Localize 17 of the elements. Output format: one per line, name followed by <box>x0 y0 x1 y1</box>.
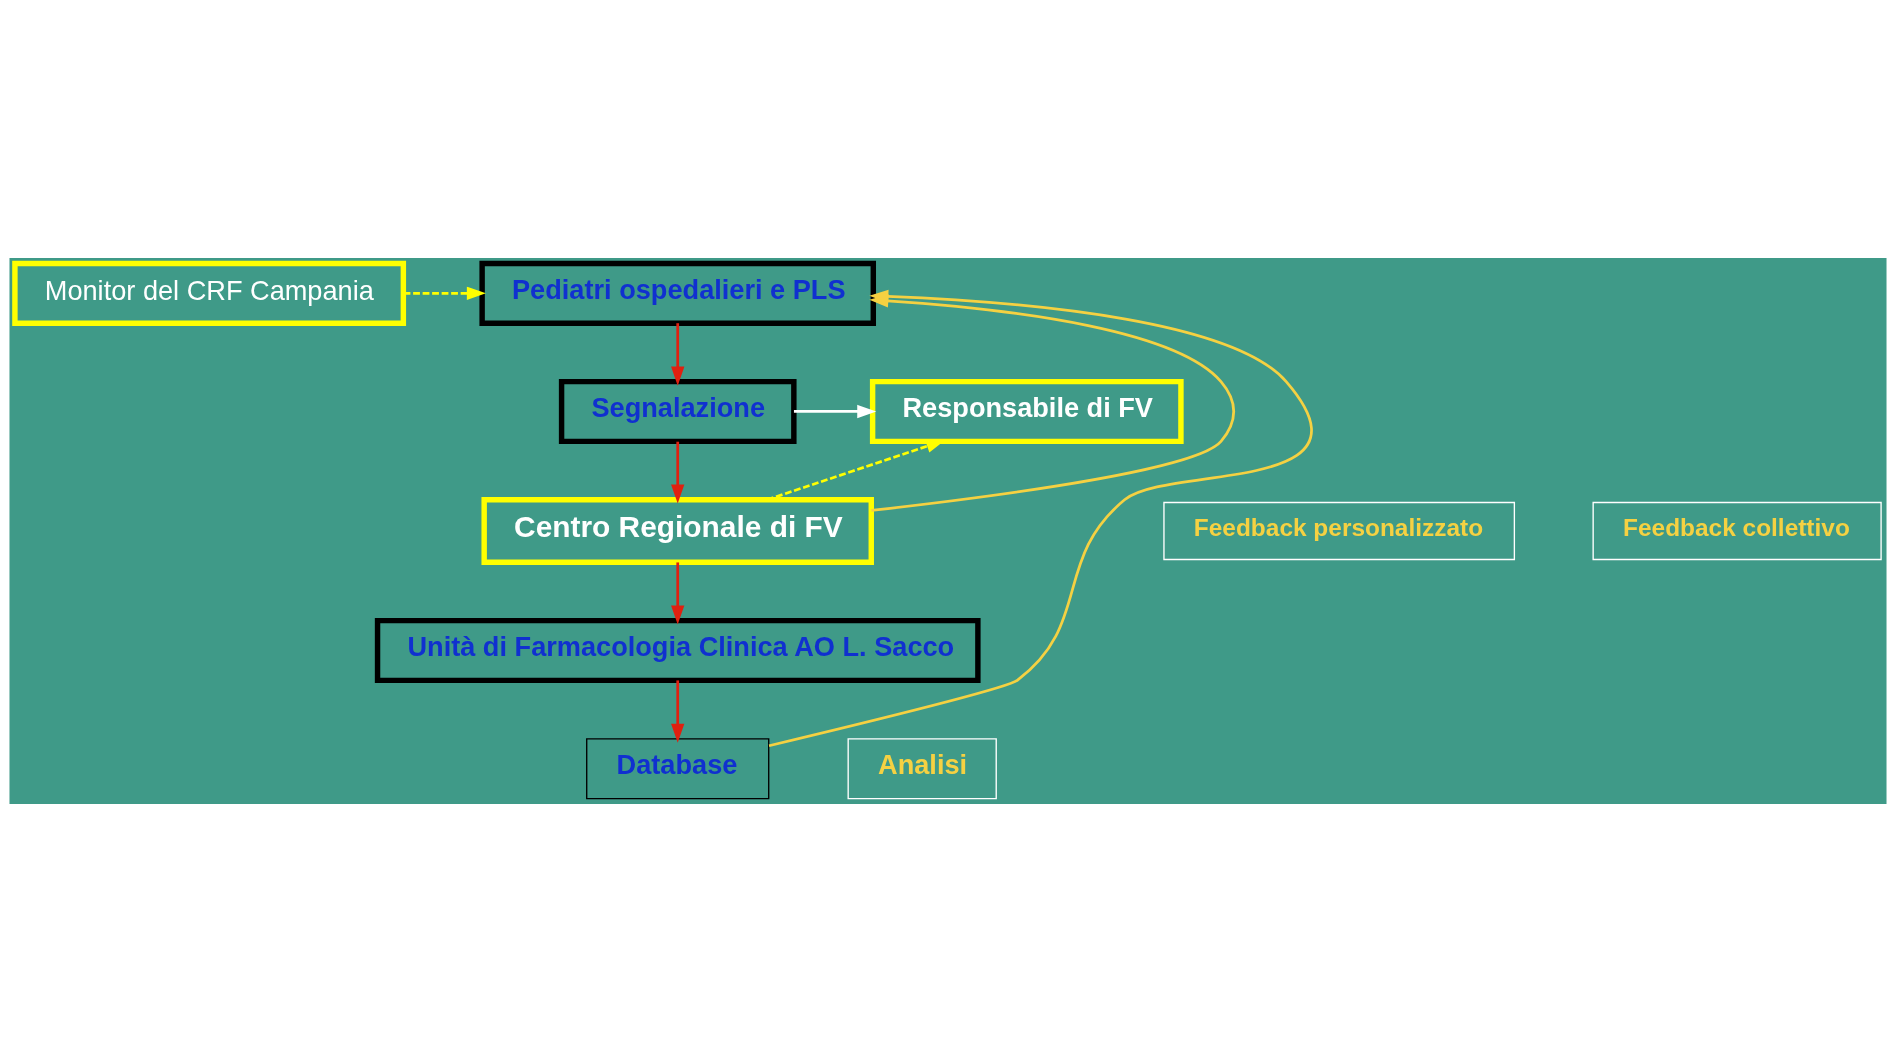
node-box: Monitor del CRF Campania <box>12 260 407 326</box>
arrow <box>671 441 685 504</box>
node-box: Database <box>586 737 770 799</box>
node-box: Feedback collettivo <box>1592 501 1882 560</box>
node-box: Responsabile di FV <box>869 378 1184 444</box>
arrow <box>793 404 877 418</box>
node-box: Unità di Farmacologia Clinica AO L. Sacco <box>374 617 981 683</box>
arrow <box>671 679 685 743</box>
node-box: Centro Regionale di FV <box>481 496 874 565</box>
arrow <box>403 286 486 300</box>
node-box: Analisi <box>847 737 997 799</box>
arrow <box>671 322 685 386</box>
arrow <box>768 289 1312 747</box>
node-box: Segnalazione <box>558 378 797 444</box>
node-box: Feedback personalizzato <box>1163 501 1516 560</box>
node-box: Pediatri ospedalieri e PLS <box>479 260 876 326</box>
arrow <box>671 561 685 624</box>
